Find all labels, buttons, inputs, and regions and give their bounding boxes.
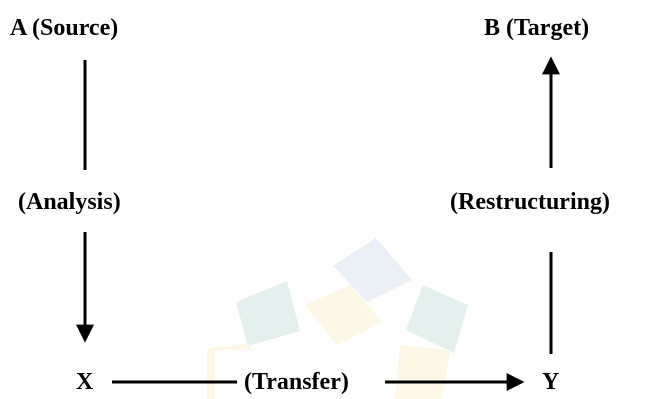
watermark-leaf-lower-right [395, 345, 450, 399]
transfer-label-backdrop [215, 350, 385, 399]
source-node-label: A (Source) [10, 15, 119, 41]
watermark-leaf-center [305, 285, 383, 345]
target-node-label: B (Target) [484, 15, 590, 41]
transfer-step-label: (Transfer) [244, 369, 349, 395]
restructuring-step-label: (Restructuring) [450, 189, 610, 215]
y-node-label: Y [542, 369, 560, 395]
x-node-label: X [76, 369, 94, 395]
watermark-leaf-top [333, 238, 412, 302]
watermark-leaf-left [236, 281, 300, 346]
watermark-leaf-right [406, 285, 468, 353]
analysis-step-label: (Analysis) [18, 189, 121, 215]
